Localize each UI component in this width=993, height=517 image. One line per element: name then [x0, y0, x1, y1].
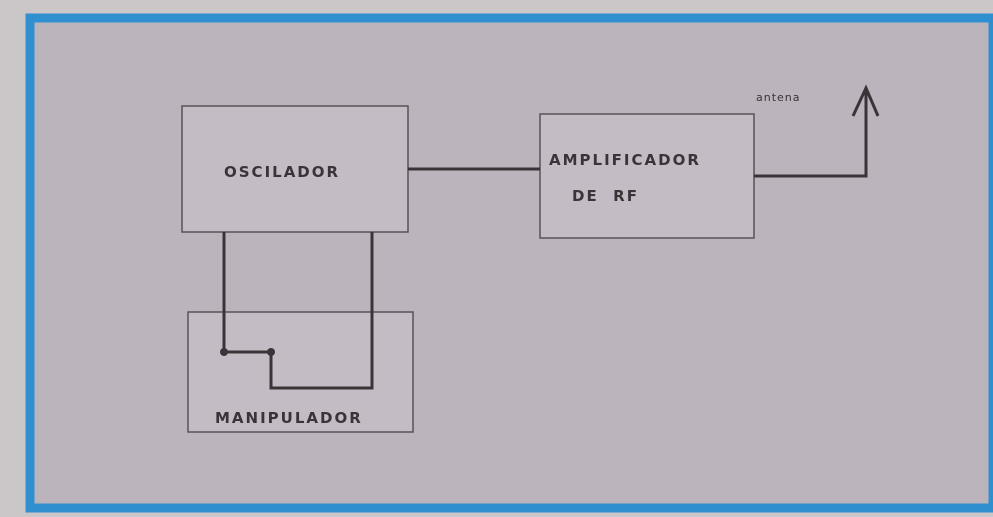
- rf-amplifier-label-line1: AMPLIFICADOR: [549, 151, 701, 169]
- antenna-arrow-icon: [851, 84, 880, 117]
- diagram-frame: [25, 13, 993, 513]
- oscillator-label: OSCILADOR: [224, 163, 340, 181]
- rf-amplifier-block: [539, 113, 755, 239]
- rf-amplifier-label-line2: DE RF: [572, 187, 639, 205]
- key-contact-right: [267, 348, 275, 356]
- manipulator-label: MANIPULADOR: [215, 409, 363, 427]
- key-contact-left: [220, 348, 228, 356]
- amplifier-to-antenna-line: [754, 92, 868, 178]
- oscillator-block: [181, 105, 409, 233]
- antenna-label: antena: [756, 91, 801, 104]
- key-circuit-wire: [222, 232, 374, 390]
